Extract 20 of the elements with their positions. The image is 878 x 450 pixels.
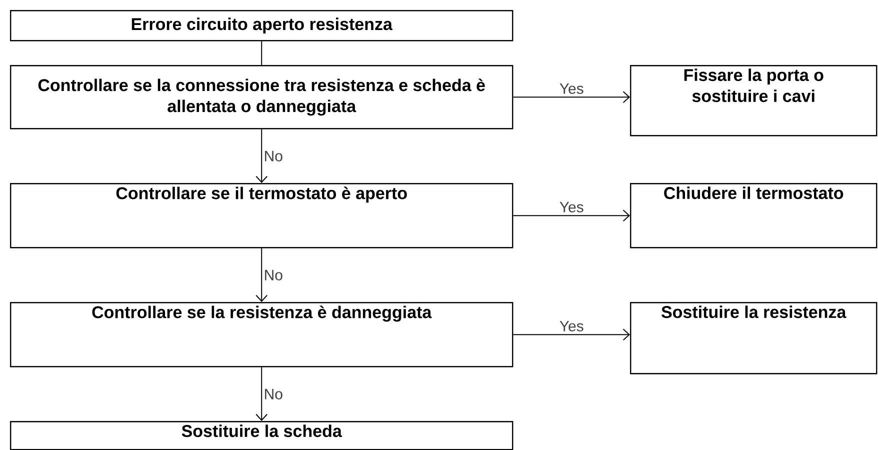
arrow	[256, 248, 268, 302]
arrow	[512, 328, 630, 341]
process-box: Controllare se il termostato è aperto	[10, 183, 514, 248]
arrow	[512, 91, 630, 104]
edge-label: Yes	[560, 320, 584, 332]
process-box: Controllare se la resistenza è danneggiata	[10, 302, 514, 368]
process-box: Sostituire la scheda	[10, 421, 514, 450]
edge-label: No	[265, 150, 282, 162]
edge-label: No	[265, 388, 282, 400]
arrow	[512, 210, 630, 222]
process-box: Fissare la porta o sostituire i cavi	[630, 65, 878, 136]
process-box: Errore circuito aperto resistenza	[10, 10, 514, 42]
edge-label: Yes	[560, 83, 584, 94]
process-box: Chiudere il termostato	[630, 183, 878, 248]
arrow	[256, 366, 268, 421]
process-box: Controllare se la connessione tra resistenza e scheda è allentata o danneggiata	[10, 65, 514, 130]
edge-label: Yes	[560, 202, 584, 212]
process-box: Sostituire la resistenza	[630, 302, 878, 374]
edge-label: No	[265, 270, 282, 280]
arrow	[256, 128, 268, 183]
